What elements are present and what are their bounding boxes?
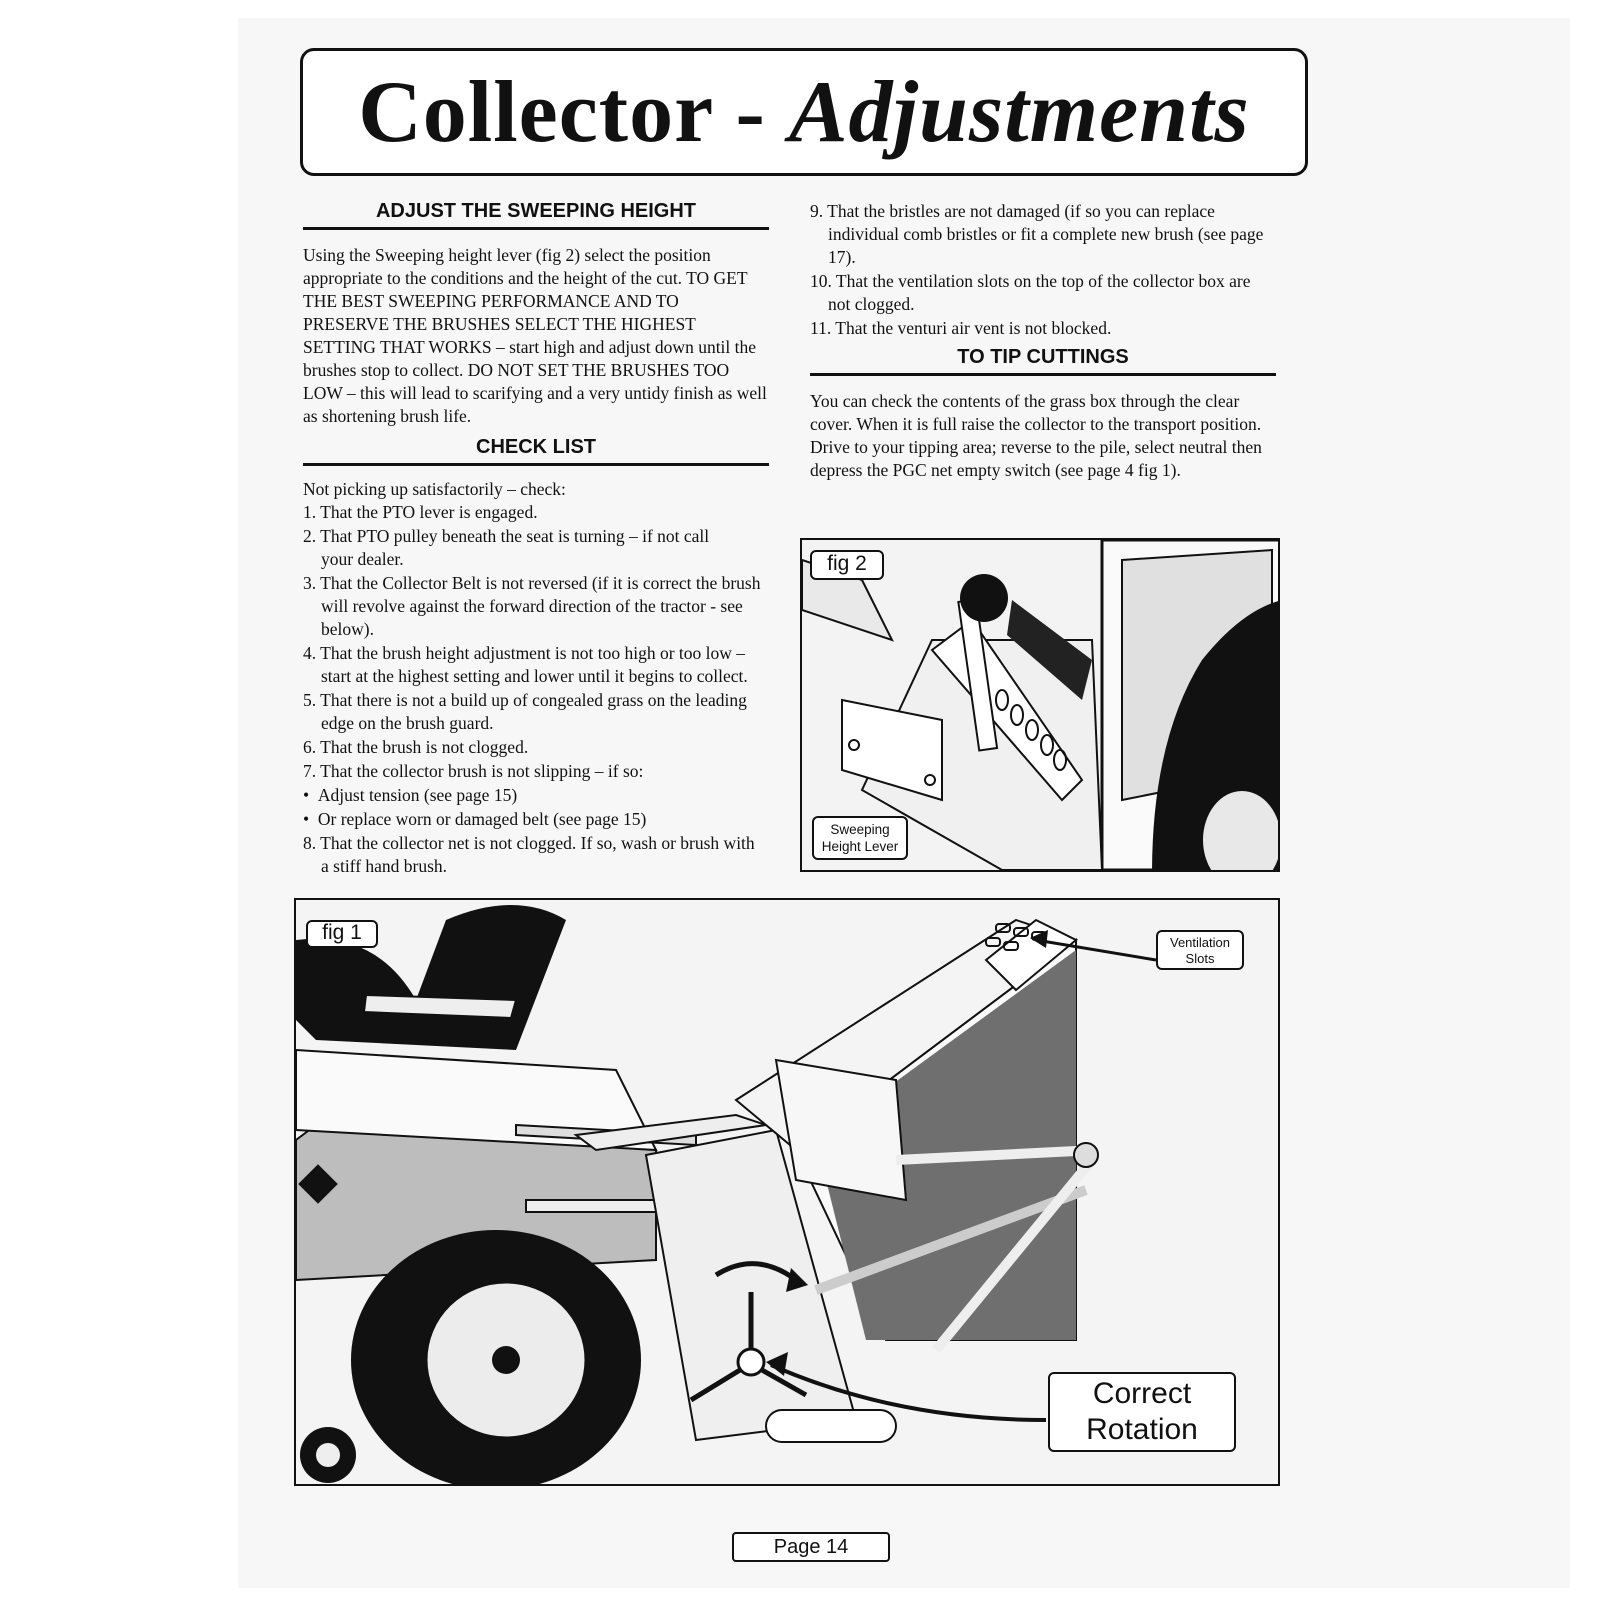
fig1-label: fig 1 xyxy=(306,920,378,948)
title-banner: Collector - Adjustments xyxy=(300,48,1308,176)
callout-line: Height Lever xyxy=(821,839,899,854)
callout-line: Correct xyxy=(1092,1377,1192,1410)
list-item: 9. That the bristles are not damaged (if… xyxy=(810,200,1276,269)
list-item: 1. That the PTO lever is engaged. xyxy=(303,501,769,524)
callout-line: Slots xyxy=(1185,951,1215,966)
item-cont: will revolve against the forward directi… xyxy=(321,596,743,639)
right-column: 9. That the bristles are not damaged (if… xyxy=(810,200,1276,482)
bullet-item: • Or replace worn or damaged belt (see p… xyxy=(303,809,647,829)
ventilation-slots-callout: Ventilation Slots xyxy=(1156,930,1244,970)
item-cont: individual comb bristles or fit a comple… xyxy=(828,224,1264,267)
page-title: Collector - Adjustments xyxy=(358,62,1250,163)
fig2-drawing xyxy=(802,540,1278,870)
list-item: 8. That the collector net is not clogged… xyxy=(303,832,769,878)
sweeping-heading: ADJUST THE SWEEPING HEIGHT xyxy=(303,200,769,230)
callout-line: Sweeping xyxy=(830,822,890,837)
fig1-drawing xyxy=(296,900,1278,1484)
item-text: 9. That the bristles are not damaged (if… xyxy=(810,201,1215,221)
page-number: Page 14 xyxy=(732,1532,890,1562)
list-item: 11. That the venturi air vent is not blo… xyxy=(810,317,1276,340)
item-cont: start at the highest setting and lower u… xyxy=(321,666,748,686)
bullet-text: Adjust tension (see page 15) xyxy=(317,785,518,805)
list-item: 3. That the Collector Belt is not revers… xyxy=(303,572,769,641)
checklist-heading: CHECK LIST xyxy=(303,436,769,466)
item-text: 5. That there is not a build up of conge… xyxy=(303,690,747,710)
tip-heading: TO TIP CUTTINGS xyxy=(810,346,1276,376)
list-item: 4. That the brush height adjustment is n… xyxy=(303,642,769,688)
checklist: 1. That the PTO lever is engaged. 2. Tha… xyxy=(303,501,769,878)
title-italic: Adjustments xyxy=(788,63,1250,161)
item-text: 3. That the Collector Belt is not revers… xyxy=(303,573,761,593)
title-main: Collector - xyxy=(358,63,766,161)
tip-paragraph: You can check the contents of the grass … xyxy=(810,391,1262,480)
item-cont: your dealer. xyxy=(321,549,404,569)
list-item: 5. That there is not a build up of conge… xyxy=(303,689,769,735)
left-column: ADJUST THE SWEEPING HEIGHT Using the Swe… xyxy=(303,200,769,879)
list-item: 7. That the collector brush is not slipp… xyxy=(303,760,769,783)
item-text: 2. That PTO pulley beneath the seat is t… xyxy=(303,526,710,546)
item-text: 4. That the brush height adjustment is n… xyxy=(303,643,746,663)
item-text: 10. That the ventilation slots on the to… xyxy=(810,271,1251,291)
correct-rotation-callout: Correct Rotation xyxy=(1048,1372,1236,1452)
item-text: 11. That the venturi air vent is not blo… xyxy=(810,318,1112,338)
item-cont: not clogged. xyxy=(828,294,915,314)
item-text: 1. That the PTO lever is engaged. xyxy=(303,502,538,522)
callout-line: Ventilation xyxy=(1170,935,1230,950)
fig2-illustration: fig 2 Sweeping Height Lever xyxy=(800,538,1280,872)
sweeping-lever-callout: Sweeping Height Lever xyxy=(812,816,908,860)
bullet-text: Or replace worn or damaged belt (see pag… xyxy=(317,809,647,829)
item-cont: a stiff hand brush. xyxy=(321,856,448,876)
fig2-label: fig 2 xyxy=(810,550,884,580)
sweeping-paragraph: Using the Sweeping height lever (fig 2) … xyxy=(303,245,767,426)
list-item: 2. That PTO pulley beneath the seat is t… xyxy=(303,525,769,571)
item-text: 8. That the collector net is not clogged… xyxy=(303,833,755,853)
list-item: 6. That the brush is not clogged. xyxy=(303,736,769,759)
item-text: 7. That the collector brush is not slipp… xyxy=(303,761,644,781)
bullet-item: • Adjust tension (see page 15) xyxy=(303,785,518,805)
callout-line: Rotation xyxy=(1086,1413,1198,1446)
item-cont: edge on the brush guard. xyxy=(321,713,494,733)
fig1-illustration: fig 1 Ventilation Slots Correct Rotation xyxy=(294,898,1280,1486)
item-text: 6. That the brush is not clogged. xyxy=(303,737,529,757)
list-item: 10. That the ventilation slots on the to… xyxy=(810,270,1276,316)
checklist-intro: Not picking up satisfactorily – check: xyxy=(303,479,566,499)
